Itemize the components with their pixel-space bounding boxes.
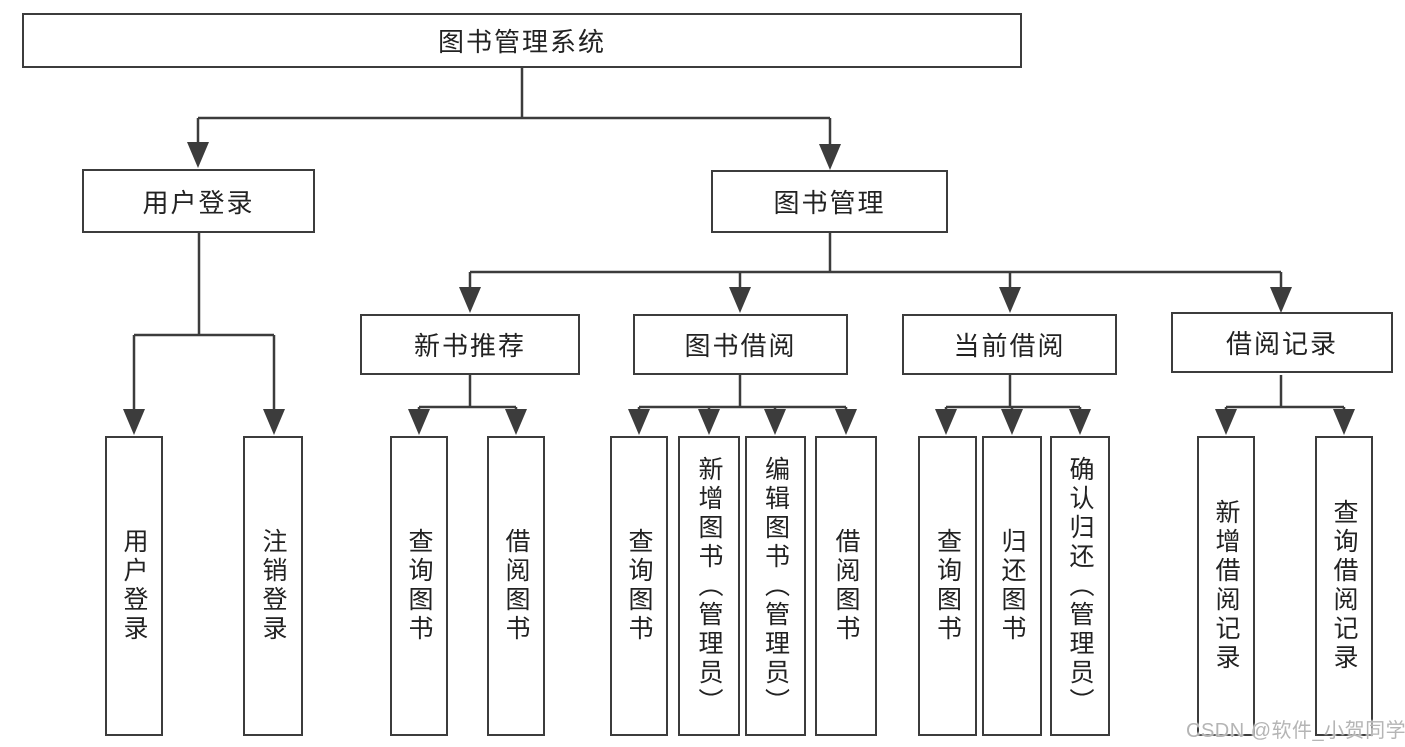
leaf-nbr-query-books: 查询图书 [390, 436, 448, 736]
node-book-borrowing: 图书借阅 [633, 314, 848, 375]
leaf-bb-query-books: 查询图书 [610, 436, 668, 736]
leaf-br-query-record: 查询借阅记录 [1315, 436, 1373, 736]
leaf-bb-edit-book-admin: 编辑图书（管理员） [745, 436, 806, 736]
node-user-login: 用户登录 [82, 169, 315, 233]
leaf-nbr-borrow-books: 借阅图书 [487, 436, 545, 736]
leaf-logout: 注销登录 [243, 436, 303, 736]
node-borrowing-records: 借阅记录 [1171, 312, 1393, 373]
leaf-bb-add-book-admin: 新增图书（管理员） [678, 436, 740, 736]
leaf-user-login: 用户登录 [105, 436, 163, 736]
leaf-br-add-record: 新增借阅记录 [1197, 436, 1255, 736]
node-current-borrowing: 当前借阅 [902, 314, 1117, 375]
node-new-book-recommendation: 新书推荐 [360, 314, 580, 375]
leaf-bb-borrow-books: 借阅图书 [815, 436, 877, 736]
leaf-cb-return-books: 归还图书 [982, 436, 1042, 736]
leaf-cb-confirm-return-admin: 确认归还（管理员） [1050, 436, 1110, 736]
node-book-management: 图书管理 [711, 170, 948, 233]
watermark: CSDN @软件_小贺同学 [1186, 720, 1405, 742]
node-library-system: 图书管理系统 [22, 13, 1022, 68]
leaf-cb-query-books: 查询图书 [918, 436, 977, 736]
